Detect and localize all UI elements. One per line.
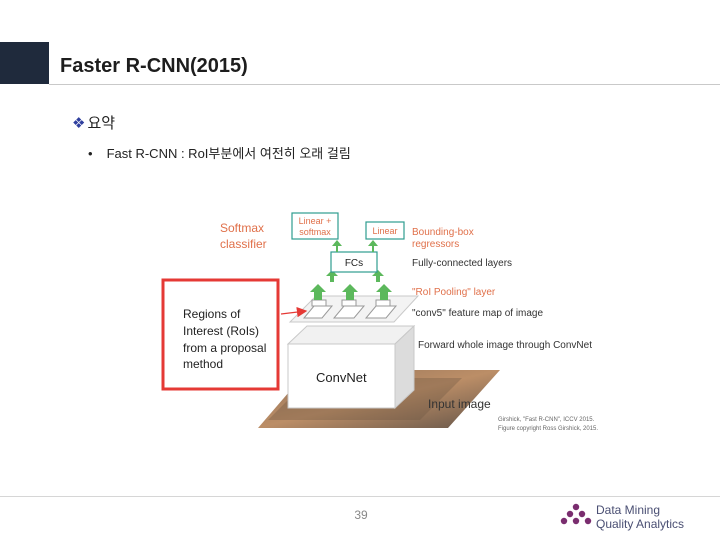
roi-pool-right: [375, 299, 391, 307]
footer-divider: [0, 496, 720, 497]
credit-line-1: Girshick, "Fast R-CNN", ICCV 2015.: [498, 417, 595, 423]
conv5-label: "conv5" feature map of image: [412, 308, 543, 319]
roi-pool-mid: [341, 299, 357, 307]
bbox-label-2: regressors: [412, 239, 459, 250]
fcs-box: [330, 251, 378, 273]
arrow-up-2: [342, 284, 358, 300]
logo-line-2: Quality Analytics: [596, 517, 685, 531]
linear-softmax-label-2: softmax: [299, 227, 331, 237]
page-number: 39: [354, 508, 368, 522]
softmax-label-2: classifier: [220, 237, 267, 251]
arrow-up-3: [376, 284, 392, 300]
roi-cell-3: [364, 305, 398, 319]
roi-pointer-arrow: [280, 306, 308, 318]
forward-label: Forward whole image through ConvNet: [418, 340, 592, 351]
input-image-label: Input image: [428, 397, 491, 411]
regions-label-1: Regions of: [183, 307, 241, 321]
section-heading: ❖요약: [72, 112, 115, 133]
logo-text: Data Mining Quality Analytics: [596, 503, 684, 531]
convnet-label: ConvNet: [316, 370, 367, 385]
roi-cell-2: [332, 305, 366, 319]
regions-highlight-box: [161, 278, 280, 391]
section-label: 요약: [87, 115, 116, 132]
linear-box: [365, 221, 405, 240]
regions-label-4: method: [183, 357, 223, 371]
credit-line-2: Figure copyright Ross Girshick, 2015.: [498, 426, 598, 432]
bullet-dot-icon: •: [88, 146, 93, 161]
roi-cell-1: [302, 305, 334, 319]
linear-label: Linear: [372, 226, 397, 236]
arrow-to-linear: [368, 240, 378, 252]
linear-softmax-label-1: Linear +: [299, 216, 332, 226]
slide-title: Faster R-CNN(2015): [60, 55, 248, 77]
fully-connected-label: Fully-connected layers: [412, 258, 512, 269]
data-mining-logo-icon: [560, 503, 592, 525]
arrow-up-fc-1: [326, 270, 338, 282]
convnet-top-face: [286, 325, 416, 345]
regions-label-2: Interest (RoIs): [183, 324, 259, 338]
bullet-text: Fast R-CNN : RoI부분에서 여전히 오래 걸림: [106, 146, 351, 161]
arrow-up-1: [310, 284, 326, 300]
bbox-label-1: Bounding-box: [412, 227, 474, 238]
title-underline: [49, 84, 720, 85]
softmax-label-1: Softmax: [220, 221, 264, 235]
regions-label-3: from a proposal: [183, 341, 266, 355]
roi-pooling-label: "RoI Pooling" layer: [412, 287, 496, 298]
title-accent-block: [0, 42, 49, 84]
arrow-to-softmax: [332, 240, 342, 252]
bullet-item: • Fast R-CNN : RoI부분에서 여전히 오래 걸림: [88, 143, 351, 162]
linear-softmax-box: [291, 212, 339, 240]
roi-pool-left: [311, 299, 327, 307]
logo-line-1: Data Mining: [596, 503, 661, 517]
convnet-front-face: [287, 343, 396, 409]
fcs-label: FCs: [345, 258, 363, 269]
diamond-bullet-icon: ❖: [72, 115, 86, 132]
arrow-up-fc-2: [372, 270, 384, 282]
